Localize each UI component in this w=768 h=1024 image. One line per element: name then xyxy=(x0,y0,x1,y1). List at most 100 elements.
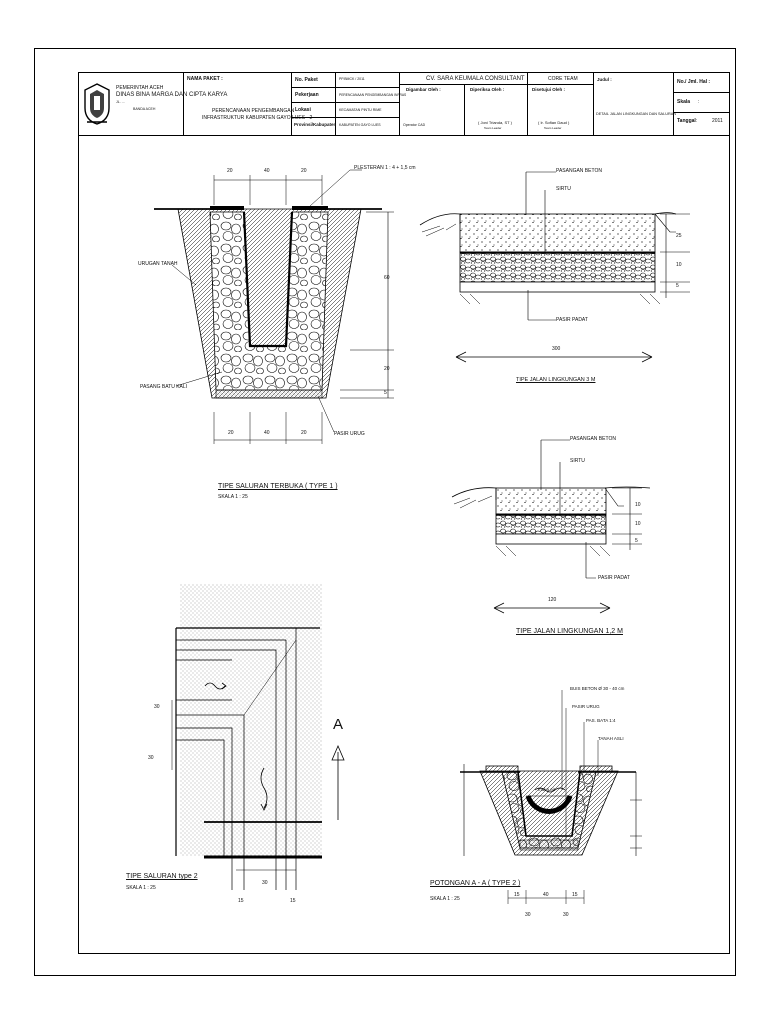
digambar-label: Digambar Oleh : xyxy=(406,87,441,92)
road3-dim-1: 25 xyxy=(676,233,682,239)
dim-top-1: 20 xyxy=(227,168,233,174)
caption-type2: TIPE SALURAN type 2 xyxy=(126,873,198,880)
no-paket-label: No. Paket xyxy=(295,77,318,83)
title-block: PEMERINTAH ACEH DINAS BINA MARGA DAN CIP… xyxy=(78,72,730,136)
road3-width: 300 xyxy=(552,346,561,352)
caption-road3: TIPE JALAN LINGKUNGAN 3 M xyxy=(516,377,596,383)
type2-dim-bottom-2: 30 xyxy=(262,880,268,886)
road12-width: 120 xyxy=(548,597,557,603)
nama-paket-cell: NAMA PAKET : PERENCANAAN PENGEMBANGAN IN… xyxy=(184,72,312,136)
dim-right-2: 20 xyxy=(384,366,390,372)
divider xyxy=(292,117,400,118)
type1-channel-section xyxy=(154,169,394,444)
skala-value: : xyxy=(698,99,700,105)
aa-dim-bottom-2: 40 xyxy=(543,892,549,898)
agency-line-1: PEMERINTAH ACEH xyxy=(116,85,164,91)
label-muka-air: muka air xyxy=(538,787,556,792)
government-seal-icon xyxy=(84,83,110,125)
aa-dim-bottom2-2: 30 xyxy=(563,912,569,918)
pekerjaan-value: PERENCANAAN PENGEMBANGAN INFRAS xyxy=(339,93,407,97)
judul-cell: Judul : DETAIL JALAN LINGKUNGAN DAN SALU… xyxy=(594,72,676,136)
dim-right-3: 5 xyxy=(384,390,387,396)
outer-frame xyxy=(34,48,736,976)
scale-type1: SKALA 1 : 25 xyxy=(218,494,248,500)
agency-line-2: DINAS BINA MARGA DAN CIPTA KARYA xyxy=(116,92,228,98)
dim-bottom-3: 20 xyxy=(301,430,307,436)
tanggal-separator: : xyxy=(696,118,698,124)
label-plesteran: PLESTERAN 1 : 4 + 1,5 cm xyxy=(354,165,416,171)
road12-dim-3: 5 xyxy=(635,538,638,544)
dim-right-1: 60 xyxy=(384,275,390,281)
disetujui-name: ( Ir. Sofian Daud ) xyxy=(538,120,570,125)
project-labels-cell: No. Paket Pekerjaan Lokasi Provinsi/Kabu… xyxy=(292,72,336,136)
road-3m-section xyxy=(419,171,690,363)
sheet-info-cell: No./ Jml. Hal : Skala : Tanggal : 2011 xyxy=(674,72,730,136)
dim-top-3: 20 xyxy=(301,168,307,174)
consultant-cell: CV. SARA KEUMALA CONSULTANT Digambar Ole… xyxy=(400,72,528,136)
label-aa-pasir-urug: PASIR URUG xyxy=(572,704,600,709)
type2-dim-bottom-1: 15 xyxy=(238,898,244,904)
label-pasang-batu: PASANG BATU KALI xyxy=(140,384,188,390)
divider xyxy=(464,84,465,136)
nama-paket-label: NAMA PAKET : xyxy=(187,76,223,82)
label-pas-bata: PAS. BATA 1:4 xyxy=(586,718,616,723)
no-paket-value: PP.BMCK / 2011 xyxy=(339,77,365,81)
core-team-label: CORE TEAM xyxy=(548,76,578,82)
dim-top-2: 40 xyxy=(264,168,270,174)
lokasi-value: KECAMATAN PINTU RIME xyxy=(339,108,382,112)
provinsi-label: Provinsi/Kabupaten xyxy=(294,122,337,127)
road12-label-pasir: PASIR PADAT xyxy=(598,575,630,581)
divider xyxy=(674,112,730,113)
road12-dim-2: 10 xyxy=(635,521,641,527)
caption-section-aa: POTONGAN A - A ( TYPE 2 ) xyxy=(430,880,521,887)
road3-dim-3: 5 xyxy=(676,283,679,289)
diperiksa-role: Team Leader xyxy=(484,126,502,130)
divider xyxy=(674,92,730,93)
project-values-cell: PP.BMCK / 2011 PERENCANAAN PENGEMBANGAN … xyxy=(336,72,406,136)
divider xyxy=(292,102,400,103)
judul-label: Judul : xyxy=(597,77,612,82)
dim-bottom-2: 40 xyxy=(264,430,270,436)
core-team-cell: CORE TEAM Disetujui Oleh : ( Ir. Sofian … xyxy=(528,72,594,136)
drawing-sheet xyxy=(78,72,730,954)
section-marker-a: A xyxy=(333,716,344,733)
label-buis-beton: BUIS BETON Ø 30 - 40 cm xyxy=(570,686,625,691)
disetujui-role: Team Leader xyxy=(544,126,562,130)
judul-value: DETAIL JALAN LINGKUNGAN DAN SALURAN xyxy=(596,112,676,116)
scale-section-aa: SKALA 1 : 25 xyxy=(430,896,460,902)
divider xyxy=(528,84,594,85)
road12-dim-1: 10 xyxy=(635,502,641,508)
pekerjaan-label: Pekerjaan xyxy=(295,92,319,98)
label-tanah-asli: TANAH ASLI xyxy=(598,736,624,741)
caption-road12: TIPE JALAN LINGKUNGAN 1,2 M xyxy=(516,628,623,635)
diperiksa-name: ( Joni Trianda, ST ) xyxy=(478,120,512,125)
type2-dim-left-2: 30 xyxy=(148,755,154,761)
aa-dim-bottom-1: 15 xyxy=(514,892,520,898)
agency-line-4: BANDA ACEH xyxy=(133,107,156,111)
dim-bottom-1: 20 xyxy=(228,430,234,436)
section-aa-view xyxy=(460,690,642,904)
provinsi-value: KABUPATEN GAYO LUES xyxy=(339,123,381,127)
agency-line-3: JL. ... xyxy=(116,100,125,104)
road3-label-beton: PASANGAN BETON xyxy=(556,168,602,174)
road3-label-sirtu: SIRTU xyxy=(556,186,571,192)
road-1-2m-section xyxy=(451,439,651,614)
caption-type1: TIPE SALURAN TERBUKA ( TYPE 1 ) xyxy=(218,483,338,490)
label-urugan-tanah: URUGAN TANAH xyxy=(138,261,178,267)
disetujui-label: Disetujui Oleh : xyxy=(532,87,566,92)
skala-label: Skala xyxy=(677,99,691,105)
tanggal-value: 2011 xyxy=(712,118,723,124)
digambar-signature: Operator CAD xyxy=(403,123,426,127)
type2-plan-view xyxy=(171,584,345,890)
aa-dim-bottom2-1: 30 xyxy=(525,912,531,918)
diperiksa-label: Diperiksa Oleh : xyxy=(470,87,505,92)
consultant-name: CV. SARA KEUMALA CONSULTANT xyxy=(426,76,525,82)
road12-label-sirtu: SIRTU xyxy=(570,458,585,464)
road3-label-pasir: PASIR PADAT xyxy=(556,317,588,323)
road3-dim-2: 10 xyxy=(676,262,682,268)
road12-label-beton: PASANGAN BETON xyxy=(570,436,616,442)
lokasi-label: Lokasi xyxy=(295,107,311,113)
no-lembar-label: No./ Jml. Hal : xyxy=(677,79,711,85)
nama-paket-line-1: PERENCANAAN PENGEMBANGAN xyxy=(212,108,295,114)
